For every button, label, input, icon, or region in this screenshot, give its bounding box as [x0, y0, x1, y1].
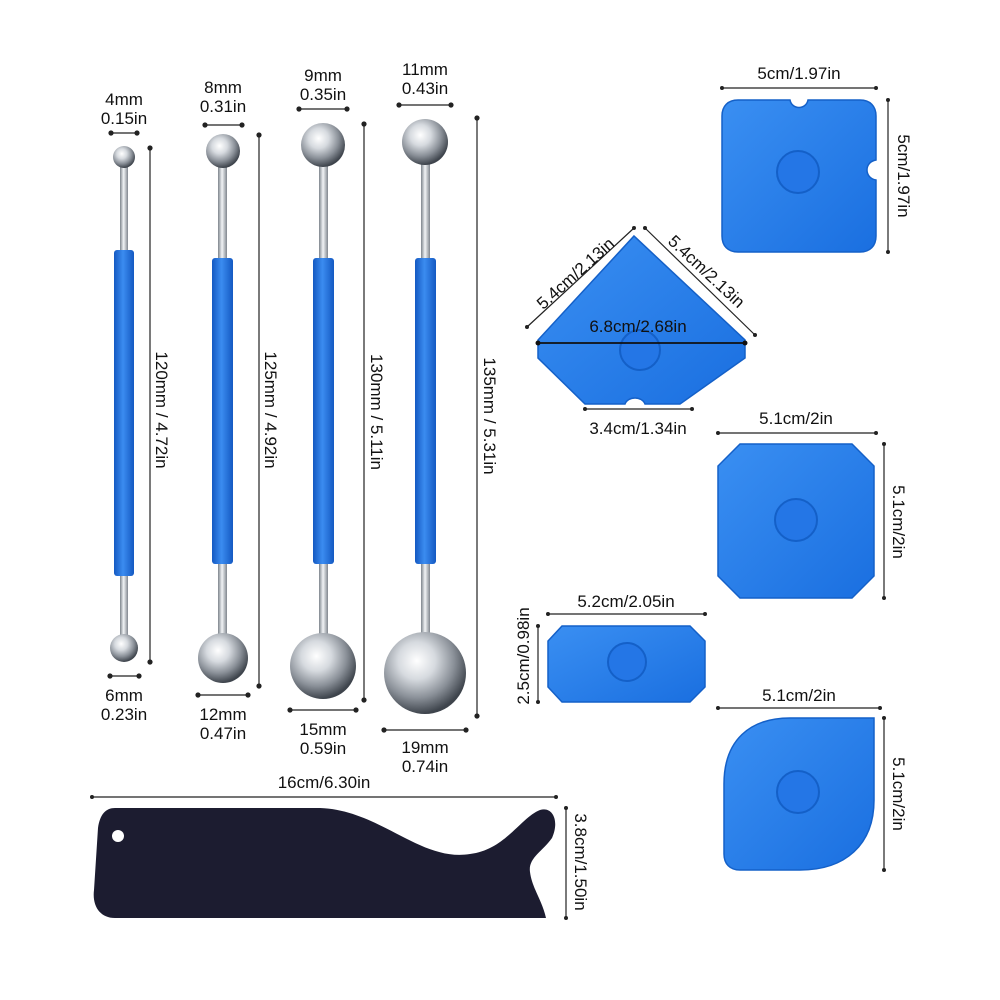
octagon-width: 5.1cm/2in: [759, 409, 833, 428]
square-top-width: 5cm/1.97in: [757, 64, 841, 83]
tool4-top-mm: 11mm: [402, 60, 448, 79]
black-scraper: [90, 795, 568, 920]
tool4-top-in: 0.43in: [401, 79, 449, 98]
tool1-bottom-in: 0.23in: [100, 705, 148, 724]
tool2-bottom-mm: 12mm: [199, 705, 247, 724]
pentagon-scraper: [525, 226, 757, 411]
square-scraper-top: [720, 86, 890, 254]
leaf-scraper: [716, 706, 886, 872]
ball-tool-2: [198, 134, 248, 683]
ball-tool-1: [110, 146, 138, 662]
ball-tool-4: [384, 119, 466, 714]
tool4-bottom-in: 0.74in: [401, 757, 449, 776]
octagon-height: 5.1cm/2in: [889, 485, 908, 559]
tool2-bottom-in: 0.47in: [199, 724, 247, 743]
tool2-top-in: 0.31in: [199, 97, 247, 116]
leaf-scraper-height: 5.1cm/2in: [889, 757, 908, 831]
leaf-scraper-width: 5.1cm/2in: [762, 686, 836, 705]
ball-tool-3: [290, 123, 356, 699]
black-scraper-height: 3.8cm/1.50in: [571, 813, 590, 911]
tool3-bottom-in: 0.59in: [299, 739, 347, 758]
tool1-top-mm: 4mm: [105, 90, 143, 109]
pentagon-bottom: 3.4cm/1.34in: [589, 419, 687, 438]
small-scraper: [536, 612, 707, 704]
black-scraper-width: 16cm/6.30in: [277, 773, 371, 792]
tool3-top-in: 0.35in: [299, 85, 347, 104]
octagon-scraper: [716, 431, 886, 600]
small-scraper-height: 2.5cm/0.98in: [514, 607, 533, 705]
tool3-top-mm: 9mm: [304, 66, 342, 85]
tool3-length: 130mm / 5.11in: [367, 354, 386, 470]
tool1-top-in: 0.15in: [100, 109, 148, 128]
ball-tool-dimension-lines: [107, 102, 480, 733]
tool2-top-mm: 8mm: [204, 78, 242, 97]
tool4-bottom-mm: 19mm: [401, 738, 449, 757]
tool1-length: 120mm / 4.72in: [152, 351, 171, 469]
square-top-height: 5cm/1.97in: [894, 134, 913, 218]
tool1-bottom-mm: 6mm: [105, 686, 143, 705]
pentagon-diagonal: 6.8cm/2.68in: [589, 317, 687, 336]
small-scraper-width: 5.2cm/2.05in: [577, 592, 675, 611]
tool2-length: 125mm / 4.92in: [261, 351, 280, 469]
tool4-length: 135mm / 5.31in: [480, 357, 499, 475]
tool3-bottom-mm: 15mm: [299, 720, 347, 739]
